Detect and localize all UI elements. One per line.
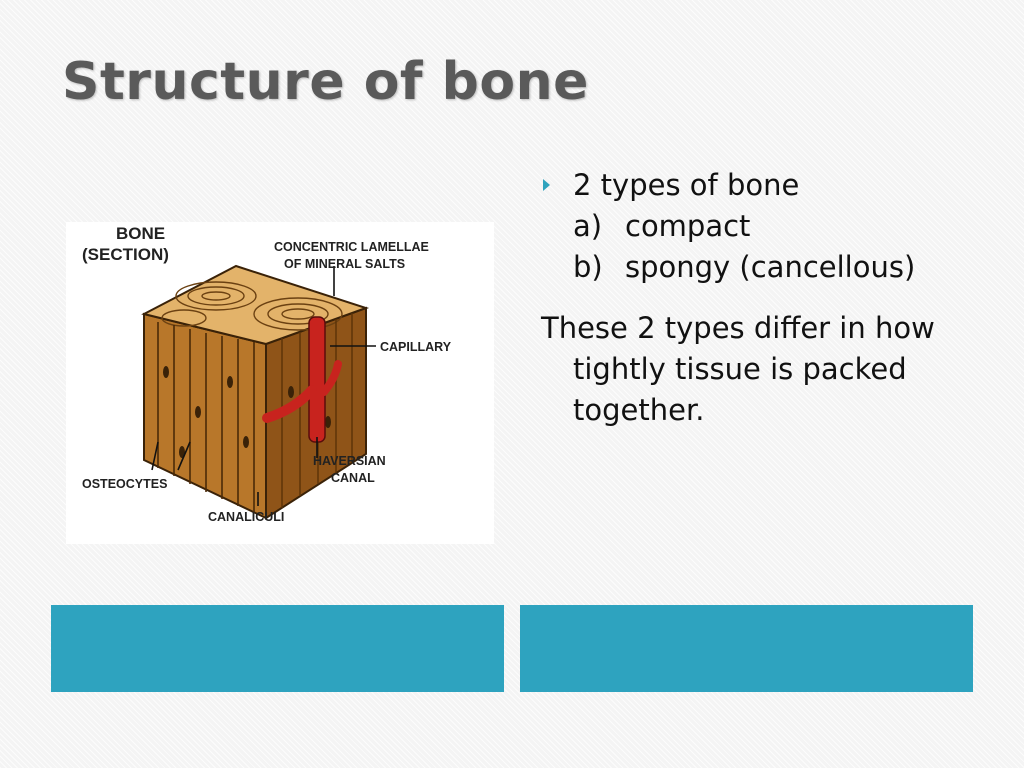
blood-vessel: [262, 316, 342, 443]
label-canaliculi: CANALICULI: [208, 510, 284, 524]
sub-item-text: spongy (cancellous): [625, 250, 916, 284]
sub-item-b: b) spongy (cancellous): [541, 247, 981, 288]
lamellae-rings: [161, 281, 343, 331]
slide-content: 2 types of bone a) compact b) spongy (canc…: [541, 165, 981, 431]
osteocyte-cells: [163, 366, 331, 458]
bone-section-diagram: BONE (SECTION) CONCENTRIC LAMELLAE OF MI…: [66, 222, 494, 544]
triangle-bullet-icon: [543, 179, 550, 191]
label-osteocytes: OSTEOCYTES: [82, 477, 167, 491]
accent-bar-right: [520, 605, 973, 692]
bone-section-illustration: BONE (SECTION) CONCENTRIC LAMELLAE OF MI…: [82, 224, 452, 524]
label-canal: CANAL: [331, 471, 375, 485]
body-paragraph: These 2 types differ in how tightly tiss…: [541, 311, 935, 427]
bullet-item: 2 types of bone: [541, 165, 981, 206]
label-bone: BONE: [116, 224, 165, 243]
sub-item-label: a): [573, 209, 603, 243]
bullet-text: 2 types of bone: [573, 168, 800, 202]
front-stripes: [157, 322, 255, 513]
label-concentric-lamellae: CONCENTRIC LAMELLAE: [274, 240, 429, 254]
leader-lines: [151, 266, 376, 506]
sub-item-text: compact: [625, 209, 751, 243]
sub-item-label: b): [573, 250, 603, 284]
sub-item-a: a) compact: [541, 206, 981, 247]
label-mineral-salts: OF MINERAL SALTS: [284, 257, 405, 271]
label-capillary: CAPILLARY: [380, 340, 452, 354]
label-section: (SECTION): [82, 245, 169, 264]
accent-bar-left: [51, 605, 504, 692]
label-haversian: HAVERSIAN: [313, 454, 386, 468]
slide-title: Structure of bone: [62, 52, 589, 112]
